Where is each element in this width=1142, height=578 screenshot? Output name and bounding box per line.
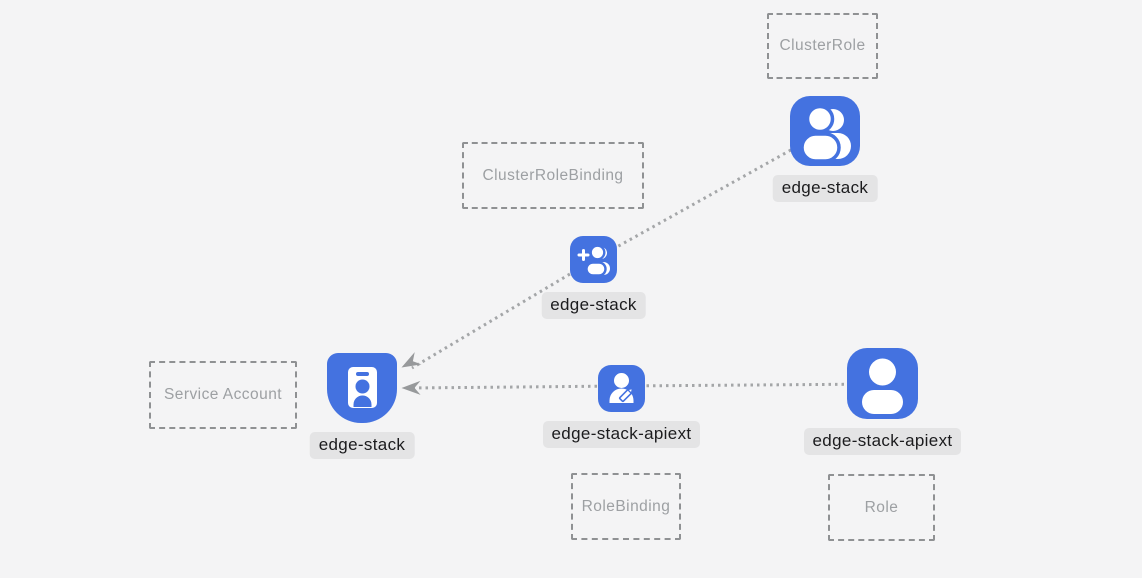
type-box-label: Service Account — [163, 386, 283, 403]
edge-role-to-serviceaccount — [411, 382, 884, 390]
type-box-role: Role — [828, 474, 935, 541]
type-box-label: RoleBinding — [581, 497, 671, 515]
type-box-label: Role — [864, 498, 899, 516]
node-label: edge-stack-apiext — [542, 421, 701, 448]
id-badge-icon — [327, 353, 397, 423]
node-label: edge-stack-apiext — [803, 428, 962, 455]
user-icon — [847, 348, 918, 419]
node-label: edge-stack — [772, 175, 878, 202]
type-box-clusterrolebinding: ClusterRoleBinding — [462, 142, 644, 209]
type-box-service-account: Service Account — [149, 361, 297, 429]
user-edit-icon — [598, 365, 645, 412]
node-clusterrole-edge-stack[interactable]: edge-stack — [772, 96, 878, 202]
node-clusterrolebinding-edge-stack[interactable]: edge-stack — [541, 236, 646, 319]
type-box-clusterrole: ClusterRole — [767, 13, 878, 79]
node-serviceaccount-edge-stack[interactable]: edge-stack — [309, 353, 415, 459]
node-label: edge-stack — [309, 432, 415, 459]
type-box-rolebinding: RoleBinding — [571, 473, 681, 540]
node-rolebinding-edge-stack-apiext[interactable]: edge-stack-apiext — [542, 365, 701, 448]
type-box-label: ClusterRoleBinding — [482, 166, 624, 184]
type-box-label: ClusterRole — [779, 37, 866, 54]
node-label: edge-stack — [541, 292, 646, 319]
edge-arrowhead — [401, 380, 421, 395]
users-icon — [790, 96, 860, 166]
user-plus-icon — [570, 236, 617, 283]
node-role-edge-stack-apiext[interactable]: edge-stack-apiext — [803, 348, 962, 455]
edge-arrowhead — [401, 352, 422, 368]
